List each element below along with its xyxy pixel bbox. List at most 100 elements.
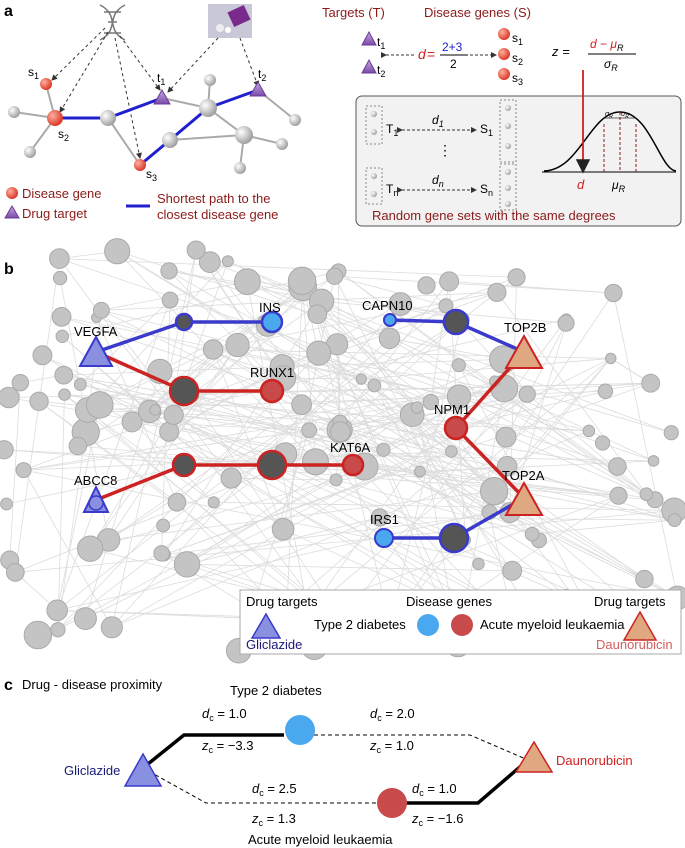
background-edge [186,407,418,565]
node-hub [438,522,470,554]
background-node [55,329,70,344]
proximity-edges [141,733,530,805]
daunorubicin-legend-icon [622,610,658,641]
gliclazide-node [123,752,163,787]
background-edge [57,394,65,630]
background-node [635,569,654,589]
background-node [149,404,161,416]
legend-type2: Type 2 diabetes [314,617,406,632]
svg-text:=: = [427,46,435,62]
legend-drug-target: Drug target [22,206,87,221]
background-node [417,276,436,295]
background-node [439,271,460,292]
node-hub [442,308,470,336]
legend-disease-genes: Disease genes [406,594,492,609]
node-runx1 [259,378,285,404]
edge-ga-d: dc = 2.5 [252,781,297,798]
background-edge [56,305,447,611]
background-edge [108,490,495,541]
background-edge [373,385,421,472]
background-node [68,436,88,456]
background-edge [281,366,490,513]
background-edge [318,276,517,354]
background-node [507,268,526,287]
null-distribution: σR σR d μR [542,70,677,194]
background-edge [131,421,675,521]
svg-text:d − μR: d − μR [590,37,624,53]
node-label-s1: s1 [28,65,39,81]
background-node [582,424,596,438]
background-node [104,238,131,265]
background-node [496,455,518,477]
background-edge [57,511,490,611]
aml-legend-icon [451,614,473,636]
edge-gt-z: zc = −3.3 [201,738,254,755]
z-score-formula: z = d − μR σR [551,37,636,73]
background-edge [334,275,447,307]
background-node [639,487,654,501]
background-node [446,384,472,409]
background-edge [23,469,678,599]
background-node [376,442,391,457]
background-node [451,358,466,373]
node-kat6a [341,453,365,477]
background-edge [195,249,459,645]
background-node [410,401,424,414]
svg-text:s2: s2 [512,51,523,67]
background-node [291,394,312,416]
background-node [220,467,242,489]
background-edge [361,358,611,380]
background-node [422,393,440,411]
background-edge [389,319,463,625]
background-node [186,240,206,260]
background-edge [285,453,654,462]
background-edge [318,352,413,416]
background-edge [4,449,656,501]
node-vegfa [78,334,114,367]
node-abcc8 [82,484,110,513]
background-node [287,266,317,296]
background-node [233,268,261,296]
background-edge [111,249,197,628]
background-edge [213,501,675,511]
background-node [15,462,32,479]
background-edge [63,366,283,376]
gene-label-ins: INS [259,300,281,315]
background-node [73,607,97,631]
legend-aml: Acute myeloid leukaemia [480,617,625,632]
background-edge [312,396,460,608]
background-edge [613,292,678,598]
background-edge [38,400,178,503]
edge-td-z: zc = 1.0 [369,738,414,755]
legend-path-2: closest disease gene [157,207,278,222]
background-node [667,513,682,528]
background-node [325,267,344,285]
background-node [160,262,178,280]
background-node [329,473,343,487]
background-edge [190,300,322,395]
background-node [161,291,179,309]
background-edge [283,377,362,380]
background-node [32,345,53,366]
aml-title: Acute myeloid leukaemia [248,832,393,847]
edge-ad-z: zc = −1.6 [411,811,464,828]
background-node [23,620,53,650]
node-top2a [504,480,544,516]
panel-c-title: Drug - disease proximity [22,677,163,692]
svg-text:Tn: Tn [386,182,398,198]
background-node [173,551,201,578]
gliclazide-label: Gliclazide [64,763,120,778]
background-node [608,457,627,476]
drug-target-legend-icon [4,205,20,219]
background-node [46,599,68,622]
svg-text:d: d [577,177,585,192]
legend-daunorubicin: Daunorubicin [596,637,673,652]
background-edge [57,388,505,631]
svg-text:⋮: ⋮ [438,142,452,158]
svg-text:T1: T1 [386,122,398,138]
background-node [604,283,623,303]
background-edge [57,432,87,630]
daunorubicin-label: Daunorubicin [556,753,633,768]
background-node [0,386,20,409]
